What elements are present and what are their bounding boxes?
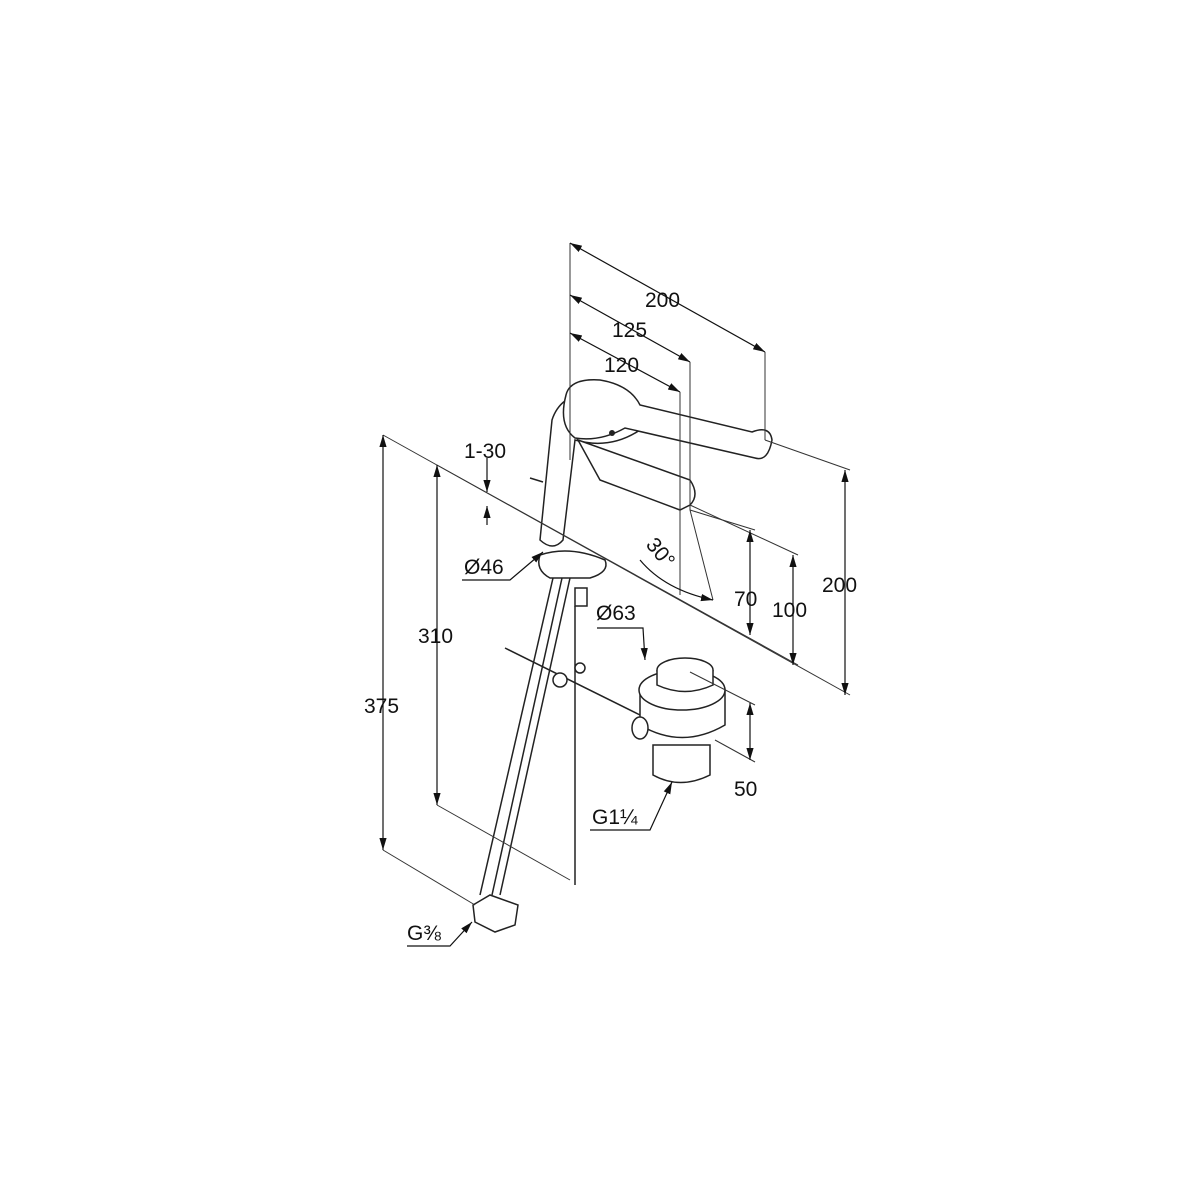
dimension-label-hose-310: 310: [418, 625, 453, 648]
dimension-label-connection-thread: G⅜: [407, 922, 441, 945]
dimension-label-pop-up-rod: 1-30: [464, 440, 506, 463]
dimension-label-waste-diameter: Ø63: [596, 602, 636, 625]
dimension-lines: [379, 242, 851, 947]
faucet: [529, 379, 773, 607]
dimension-label-overall-depth: 200: [645, 289, 680, 312]
pop-up-waste: [631, 657, 726, 784]
dimension-label-waste-thread: G1¼: [592, 806, 638, 829]
hoses: [472, 577, 641, 933]
dimension-label-height-100: 100: [772, 599, 807, 622]
dimension-label-spout-reach: 120: [604, 354, 639, 377]
dimension-label-waste-height: 50: [734, 778, 757, 801]
dimension-label-hose-375: 375: [364, 695, 399, 718]
dimension-label-overall-height: 200: [822, 574, 857, 597]
dimension-label-base-diameter: Ø46: [464, 556, 504, 579]
dimension-label-spout-height: 70: [734, 588, 757, 611]
dimension-label-lever-reach: 125: [612, 319, 647, 342]
